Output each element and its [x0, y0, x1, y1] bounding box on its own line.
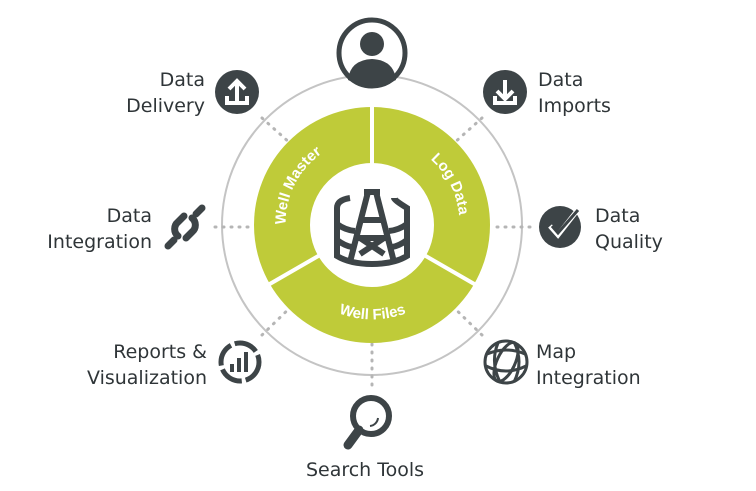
node-data-delivery[interactable]: Data Delivery — [126, 69, 259, 117]
svg-text:Data: Data — [595, 205, 640, 227]
core-ring: Well Master Log Data Well Files — [254, 103, 490, 343]
globe-icon — [483, 339, 529, 385]
svg-text:Integration: Integration — [536, 367, 641, 389]
segment-well-files[interactable]: Well Files — [337, 301, 407, 324]
node-data-imports[interactable]: Data Imports — [483, 69, 611, 117]
svg-text:Data: Data — [107, 205, 152, 227]
svg-text:Data: Data — [538, 69, 583, 91]
svg-text:Integration: Integration — [47, 231, 152, 253]
svg-text:Data: Data — [160, 69, 205, 91]
svg-text:Reports &: Reports & — [113, 341, 207, 363]
svg-text:Imports: Imports — [538, 95, 611, 117]
node-reports-visualization[interactable]: Reports & Visualization — [87, 340, 262, 389]
bar-chart-icon — [218, 340, 262, 384]
node-data-quality[interactable]: Data Quality — [539, 205, 663, 253]
svg-text:Quality: Quality — [595, 231, 663, 253]
svg-text:Search Tools: Search Tools — [306, 459, 424, 481]
link-icon — [164, 204, 206, 250]
node-map-integration[interactable]: Map Integration — [483, 339, 641, 389]
svg-text:Delivery: Delivery — [126, 95, 205, 117]
node-data-integration[interactable]: Data Integration — [47, 204, 206, 253]
user-icon[interactable] — [336, 17, 408, 89]
svg-text:Map: Map — [536, 341, 576, 363]
magnifier-icon — [343, 395, 392, 450]
svg-text:Visualization: Visualization — [87, 367, 207, 389]
node-search-tools[interactable]: Search Tools — [306, 395, 424, 481]
oil-rig-database-icon — [334, 189, 410, 268]
